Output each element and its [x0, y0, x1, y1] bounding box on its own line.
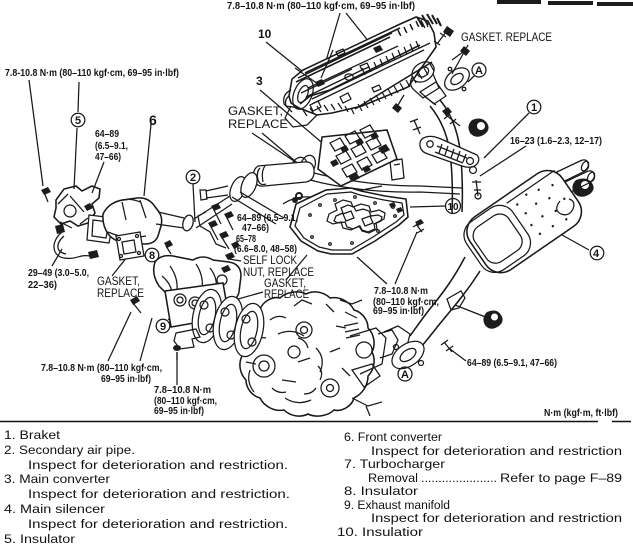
svg-text:GASKET,: GASKET, [228, 104, 283, 118]
svg-text:(80–110 kgf·cm,: (80–110 kgf·cm, [373, 297, 439, 308]
svg-text:1. Braket: 1. Braket [4, 428, 61, 442]
svg-text:1: 1 [531, 102, 537, 114]
svg-text:Inspect for deterioration and: Inspect for deterioration and restrictio… [371, 511, 622, 525]
svg-text:Inspect for deterioration and: Inspect for deterioration and restrictio… [28, 487, 290, 501]
svg-text:7.8–10.8 N·m (80–110 kgf·cm, 6: 7.8–10.8 N·m (80–110 kgf·cm, 69–95 in·lb… [227, 1, 415, 12]
svg-text:GASKET. REPLACE: GASKET. REPLACE [461, 30, 552, 44]
svg-text:10: 10 [258, 27, 272, 41]
svg-text:(80–110 kgf·cm,: (80–110 kgf·cm, [154, 396, 217, 407]
svg-text:GASKET,: GASKET, [264, 276, 306, 290]
svg-text:REPLACE: REPLACE [264, 287, 309, 301]
svg-text:7. Turbocharger: 7. Turbocharger [344, 457, 445, 471]
svg-text:64–89: 64–89 [95, 129, 119, 140]
svg-text:10: 10 [447, 202, 459, 213]
svg-text:Inspect for deterioration and: Inspect for deterioration and restrictio… [28, 458, 288, 472]
svg-text:69–95 in·lbf): 69–95 in·lbf) [373, 306, 424, 317]
svg-text:22–36): 22–36) [28, 280, 57, 291]
svg-text:NUT, REPLACE: NUT, REPLACE [243, 265, 314, 279]
svg-text:65–78: 65–78 [236, 234, 256, 245]
svg-text:5: 5 [75, 115, 81, 127]
svg-text:5. Insulator: 5. Insulator [4, 532, 75, 546]
svg-text:8. Insulator: 8. Insulator [344, 484, 418, 498]
svg-text:7.8-10.8 N·m (80–110 kgf·cm, 6: 7.8-10.8 N·m (80–110 kgf·cm, 69–95 in·lb… [5, 68, 179, 79]
svg-text:Removal: Removal [368, 471, 418, 485]
svg-text:7.8–10.8 N·m: 7.8–10.8 N·m [154, 385, 211, 396]
svg-text:(6.6–8.0, 48–58): (6.6–8.0, 48–58) [234, 244, 297, 255]
svg-text:69–95 in·lbf): 69–95 in·lbf) [154, 406, 204, 417]
svg-text:7.8–10.8 N·m: 7.8–10.8 N·m [374, 286, 428, 297]
svg-text:2. Secondary air pipe.: 2. Secondary air pipe. [4, 443, 135, 457]
svg-text:A: A [475, 65, 483, 77]
svg-text:7.8–10.8 N·m (80–110 kgf·cm,: 7.8–10.8 N·m (80–110 kgf·cm, [41, 363, 162, 374]
svg-text:SELF LOCK: SELF LOCK [243, 253, 297, 267]
svg-text:4: 4 [593, 248, 600, 260]
svg-text:47–66): 47–66) [95, 152, 121, 163]
svg-text:......................: ...................... [421, 471, 497, 485]
svg-text:9: 9 [160, 321, 166, 333]
svg-text:64–89 (6.5–9.1,: 64–89 (6.5–9.1, [237, 213, 298, 224]
svg-text:REPLACE: REPLACE [228, 117, 288, 131]
svg-text:6. Front converter: 6. Front converter [344, 430, 442, 444]
svg-text:2: 2 [190, 172, 196, 184]
svg-text:Inspect for deterioration and: Inspect for deterioration and restrictio… [371, 444, 622, 458]
svg-text:64–89 (6.5–9.1, 47–66): 64–89 (6.5–9.1, 47–66) [467, 358, 557, 369]
svg-text:GASKET,: GASKET, [97, 274, 140, 288]
svg-text:Inspect for deterioration and: Inspect for deterioration and restrictio… [28, 517, 288, 531]
svg-text:N·m (kgf·m, ft·lbf): N·m (kgf·m, ft·lbf) [544, 408, 618, 419]
svg-text:69–95 in·lbf): 69–95 in·lbf) [101, 374, 151, 385]
svg-text:(6.5–9.1,: (6.5–9.1, [95, 141, 128, 152]
svg-text:29–49 (3.0–5.0,: 29–49 (3.0–5.0, [28, 268, 89, 279]
svg-text:3: 3 [256, 74, 263, 88]
svg-text:Refer to page F–89: Refer to page F–89 [500, 471, 622, 485]
svg-text:16–23 (1.6–2.3, 12–17): 16–23 (1.6–2.3, 12–17) [510, 136, 602, 147]
svg-text:4. Main silencer: 4. Main silencer [4, 502, 105, 516]
svg-text:8: 8 [149, 250, 155, 262]
svg-text:A: A [401, 369, 409, 381]
svg-text:6: 6 [149, 112, 157, 128]
svg-text:3. Main converter: 3. Main converter [4, 472, 110, 486]
svg-text:47–66): 47–66) [242, 223, 269, 234]
svg-text:10. Insulatior: 10. Insulatior [337, 525, 423, 539]
svg-text:REPLACE: REPLACE [97, 286, 144, 300]
svg-text:9. Exhaust manifold: 9. Exhaust manifold [344, 498, 450, 512]
